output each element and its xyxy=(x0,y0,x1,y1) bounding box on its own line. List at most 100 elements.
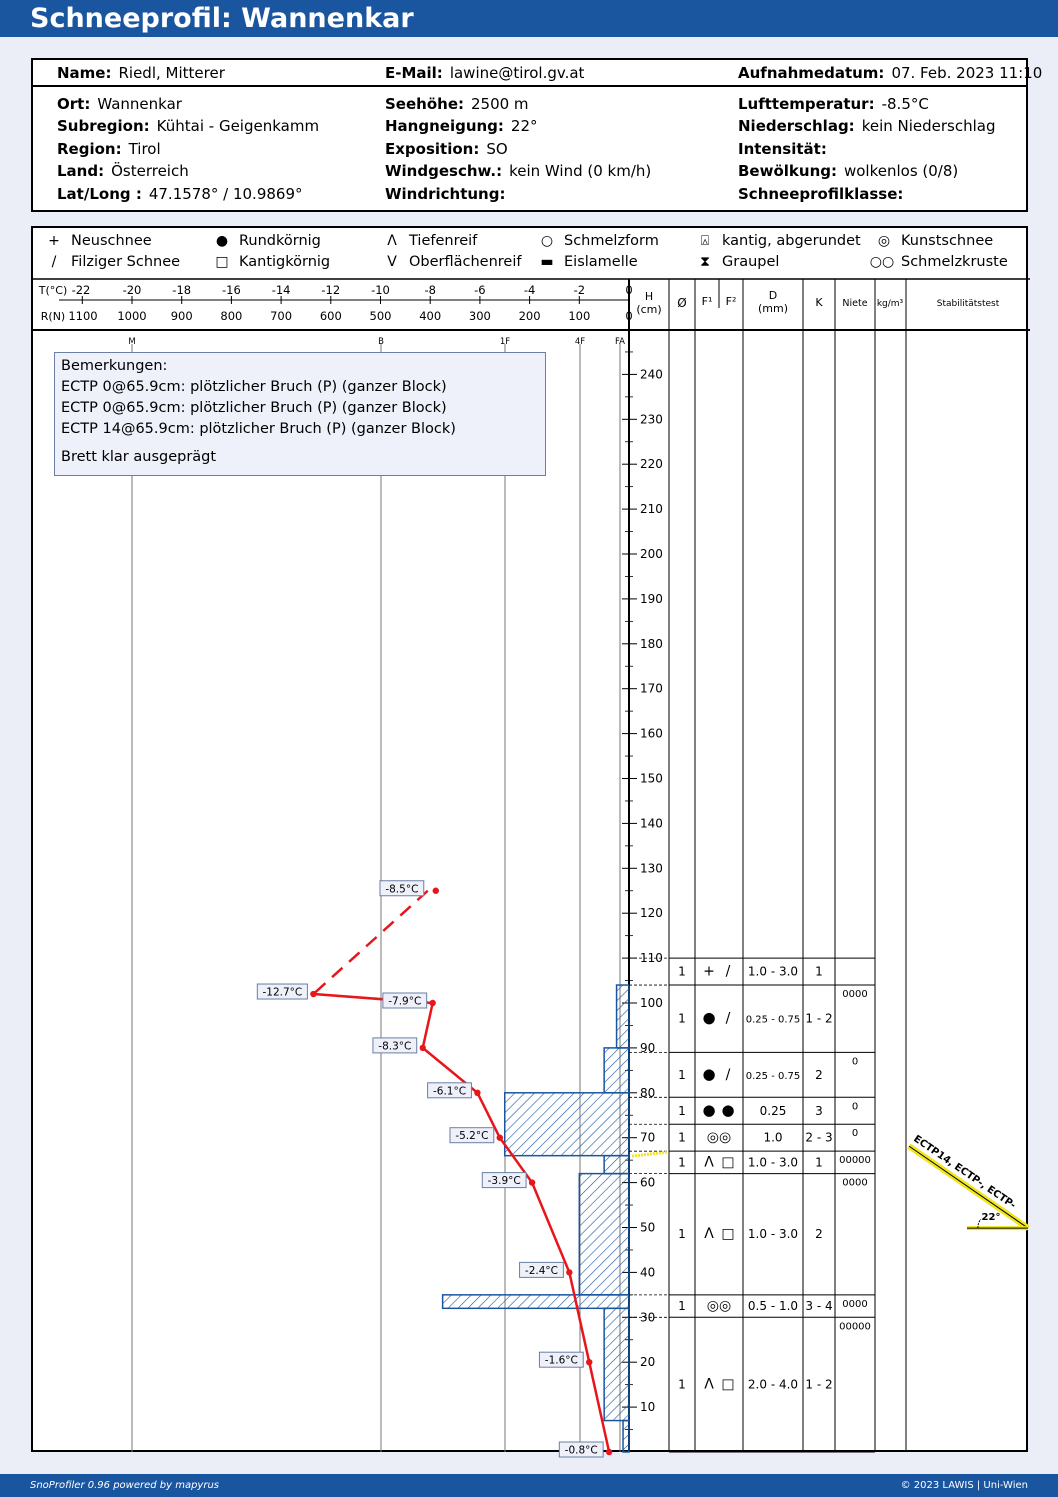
h-tick-label: 140 xyxy=(640,816,663,830)
lufttemp-field: Lufttemperatur:-8.5°C xyxy=(738,95,929,113)
temperature-label-box xyxy=(256,983,308,1000)
temperature-line xyxy=(313,992,611,1453)
weak-layer-marker xyxy=(631,1150,668,1158)
slash-icon: / xyxy=(726,1067,731,1083)
footer-left: SnoProfiler 0.96 powered by mapyrus xyxy=(30,1480,220,1491)
legend-label: kantig, abgerundet xyxy=(722,233,861,249)
t-axis-label: T(°C) xyxy=(38,284,67,297)
layer-niete: 0000 xyxy=(842,1299,867,1310)
h-tick-label: 120 xyxy=(640,906,663,920)
layer-diam: 1 xyxy=(678,1012,686,1026)
h-tick-label: 70 xyxy=(640,1131,655,1145)
temperature-label: -6.1°C xyxy=(433,1085,466,1097)
layer-diam: 1 xyxy=(678,1104,686,1118)
layer-niete: 00000 xyxy=(839,1321,871,1332)
caret-up-icon: Λ xyxy=(387,233,397,249)
hardness-grid-label: FA xyxy=(615,337,625,347)
r-tick-label: 800 xyxy=(220,309,242,323)
remark-line-1: ECTP 0@65.9cm: plötzlicher Bruch (P) (ga… xyxy=(61,379,447,395)
t-tick-label: -14 xyxy=(272,283,291,297)
h-tick-label: 230 xyxy=(640,412,663,426)
temperature-label-box xyxy=(519,1261,564,1278)
d-header: D xyxy=(769,289,777,302)
layer-niete: 0 xyxy=(852,1056,858,1067)
r-tick-label: 200 xyxy=(519,309,541,323)
slash-icon: / xyxy=(726,964,731,980)
slash-icon: / xyxy=(51,254,57,270)
h-tick-label: 80 xyxy=(640,1086,655,1100)
r-tick-label: 300 xyxy=(469,309,491,323)
stability-angle-label: 22° xyxy=(982,1212,1001,1223)
layer-hardness: 3 - 4 xyxy=(805,1299,832,1313)
h-tick-label: 150 xyxy=(640,772,663,786)
windgeschw-field: Windgeschw.:kein Wind (0 km/h) xyxy=(385,162,652,180)
stability-slope-line xyxy=(908,1145,1029,1229)
melt-crust-icon: ◎◎ xyxy=(707,1130,731,1146)
filled-circle-icon: ● xyxy=(702,1065,715,1083)
r-tick-label: 900 xyxy=(171,309,193,323)
temperature-point xyxy=(429,999,436,1007)
legend-label: Rundkörnig xyxy=(239,233,321,249)
filled-circle-icon: ● xyxy=(721,1101,734,1119)
layer-hardness: 1 xyxy=(815,965,823,979)
h-tick-label: 170 xyxy=(640,682,663,696)
f2-header: F² xyxy=(726,295,737,308)
legend-label: Neuschnee xyxy=(71,233,152,249)
graupel-icon: ⧗ xyxy=(700,254,710,270)
layer-hardness: 1 - 2 xyxy=(805,1378,832,1392)
layer-niete: 00000 xyxy=(839,1155,871,1166)
r-tick-label: 100 xyxy=(568,309,590,323)
temperature-label: -7.9°C xyxy=(388,996,421,1008)
name-field: Name:Riedl, Mitterer xyxy=(57,64,225,82)
hardness-layer-bar xyxy=(578,1172,630,1296)
profilklasse-field: Schneeprofilklasse: xyxy=(738,185,904,203)
open-square-icon: □ xyxy=(721,1226,734,1242)
r-tick-label: 500 xyxy=(370,309,392,323)
exposition-field: Exposition:SO xyxy=(385,140,508,158)
layer-grain-size: 1.0 xyxy=(763,1131,782,1145)
legend-label: Oberflächenreif xyxy=(409,254,522,270)
info-header xyxy=(33,60,1026,87)
temperature-label: -12.7°C xyxy=(262,987,302,999)
intensitaet-field: Intensität: xyxy=(738,140,827,158)
t-tick-label: -18 xyxy=(172,283,191,297)
hardness-layer-bar xyxy=(603,1047,630,1094)
open-circle-icon: ○ xyxy=(540,233,554,249)
t-tick-label: -12 xyxy=(321,283,340,297)
h-tick-label: 30 xyxy=(640,1310,655,1324)
legend-label: Schmelzkruste xyxy=(901,254,1008,270)
temperature-label-box xyxy=(427,1082,472,1099)
t-tick-label: -16 xyxy=(222,283,241,297)
slash-icon: / xyxy=(726,1011,731,1027)
temperature-label-box xyxy=(372,1037,418,1054)
subregion-field: Subregion:Kühtai - Geigenkamm xyxy=(57,117,320,135)
layer-niete: 0000 xyxy=(842,1178,867,1189)
land-field: Land:Österreich xyxy=(57,162,189,180)
layer-hardness: 2 xyxy=(815,1227,823,1241)
layer-grain-size: 0.25 - 0.75 xyxy=(746,1015,801,1026)
remarks-title: Bemerkungen: xyxy=(61,358,168,374)
legend-label: Tiefenreif xyxy=(409,233,478,249)
title-bar: Schneeprofil: Wannenkar xyxy=(0,0,1058,37)
layer-diam: 1 xyxy=(678,1155,686,1169)
air-temperature-point xyxy=(432,887,439,894)
latlong-field: Lat/Long :47.1578° / 10.9869° xyxy=(57,185,303,203)
melt-crust-icon: ◎◎ xyxy=(707,1298,731,1314)
page-title: Schneeprofil: Wannenkar xyxy=(30,3,414,34)
h-tick-label: 180 xyxy=(640,637,663,651)
date-field: Aufnahmedatum:07. Feb. 2023 11:10 xyxy=(738,64,1043,82)
r-tick-label: 400 xyxy=(419,309,441,323)
layer-diam: 1 xyxy=(678,1068,686,1082)
k-header: K xyxy=(815,296,823,309)
info-panel: Name:Riedl, Mitterer E-Mail:lawine@tirol… xyxy=(31,58,1042,212)
remark-line-3: ECTP 14@65.9cm: plötzlicher Bruch (P) (g… xyxy=(61,421,456,437)
diam-header: Ø xyxy=(677,296,686,310)
hardness-layer-bar xyxy=(603,1307,630,1422)
h-tick-label: 10 xyxy=(640,1400,655,1414)
f1-header: F¹ xyxy=(702,295,713,308)
rounded-square-icon: ⍓ xyxy=(700,233,710,249)
temperature-label: -0.8°C xyxy=(565,1445,598,1457)
hardness-layer-bar xyxy=(622,1419,630,1453)
air-temperature-label-box xyxy=(379,880,425,897)
filled-circle-icon: ● xyxy=(215,233,229,249)
